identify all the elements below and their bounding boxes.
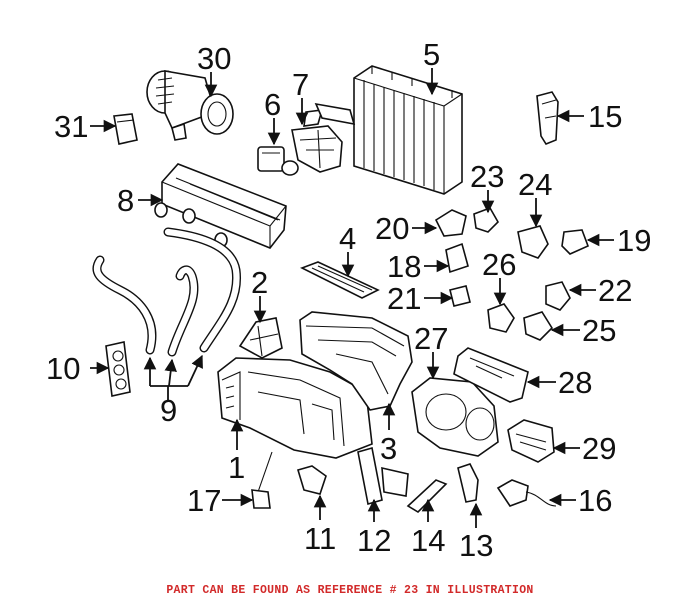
callout-23[interactable]: 23 (470, 159, 504, 194)
part-21-sensor[interactable] (449, 285, 471, 307)
part-4-cabin-filter[interactable] (300, 261, 380, 299)
callout-11[interactable]: 11 (304, 521, 336, 556)
callout-7[interactable]: 7 (292, 67, 309, 102)
part-18-sensor[interactable] (445, 242, 469, 274)
part-26-actuator[interactable] (487, 303, 515, 333)
part-16-actuator[interactable] (496, 479, 557, 507)
callout-26[interactable]: 26 (482, 247, 516, 282)
callout-30[interactable]: 30 (197, 41, 231, 76)
callout-19[interactable]: 19 (617, 223, 651, 258)
callout-28[interactable]: 28 (558, 365, 592, 400)
callout-13[interactable]: 13 (459, 528, 493, 563)
part-15-sensor[interactable] (536, 91, 559, 145)
part-31-resistor[interactable] (113, 113, 138, 145)
callout-labels: 30 31 6 7 5 15 8 4 20 23 24 19 18 21 26 … (46, 37, 651, 563)
callout-4[interactable]: 4 (339, 221, 356, 256)
part-10-valve-block[interactable] (105, 341, 131, 397)
callout-9[interactable]: 9 (160, 393, 177, 428)
callout-27[interactable]: 27 (414, 321, 448, 356)
leader-lines (90, 68, 614, 528)
part-22-actuator[interactable] (545, 281, 571, 311)
callout-24[interactable]: 24 (518, 167, 552, 202)
part-17-sensor-probe[interactable] (251, 451, 273, 509)
callout-25[interactable]: 25 (582, 313, 616, 348)
callout-29[interactable]: 29 (582, 431, 616, 466)
part-5-evaporator[interactable] (314, 65, 463, 195)
part-2-flap[interactable] (238, 317, 283, 359)
part-24-actuator[interactable] (517, 225, 549, 259)
part-27-blower-housing[interactable] (411, 377, 499, 457)
part-8-heater-core[interactable] (154, 163, 287, 249)
callout-2[interactable]: 2 (251, 265, 268, 300)
part-9-heater-hoses[interactable] (92, 227, 242, 357)
callout-5[interactable]: 5 (423, 37, 440, 72)
part-14-clip[interactable] (406, 479, 448, 514)
callout-6[interactable]: 6 (264, 87, 281, 122)
callout-22[interactable]: 22 (598, 273, 632, 308)
part-3-distribution-housing[interactable] (299, 311, 413, 411)
part-28-air-duct[interactable] (453, 347, 529, 403)
callout-31[interactable]: 31 (54, 109, 88, 144)
callout-16[interactable]: 16 (578, 483, 612, 518)
callout-14[interactable]: 14 (411, 523, 445, 558)
part-25-actuator[interactable] (523, 311, 554, 341)
part-23-sensor[interactable] (473, 207, 499, 233)
part-30-blower-motor[interactable] (146, 70, 234, 141)
reference-notice: PART CAN BE FOUND AS REFERENCE # 23 IN I… (166, 584, 534, 597)
callout-1[interactable]: 1 (228, 450, 245, 485)
part-11-bracket[interactable] (297, 465, 327, 495)
part-20-sensor[interactable] (434, 209, 467, 237)
part-13-small-bracket[interactable] (457, 463, 479, 503)
part-6-expansion-valve[interactable] (257, 146, 299, 176)
callout-3[interactable]: 3 (380, 431, 397, 466)
part-19-actuator[interactable] (561, 229, 590, 255)
callout-10[interactable]: 10 (46, 351, 80, 386)
callout-17[interactable]: 17 (187, 483, 221, 518)
callout-15[interactable]: 15 (588, 99, 622, 134)
callout-21[interactable]: 21 (387, 281, 421, 316)
callout-18[interactable]: 18 (387, 249, 421, 284)
callout-20[interactable]: 20 (375, 211, 409, 246)
callout-12[interactable]: 12 (357, 523, 391, 558)
callout-8[interactable]: 8 (117, 183, 134, 218)
part-12-panel[interactable] (357, 446, 409, 506)
part-29-outlet[interactable] (507, 419, 555, 463)
